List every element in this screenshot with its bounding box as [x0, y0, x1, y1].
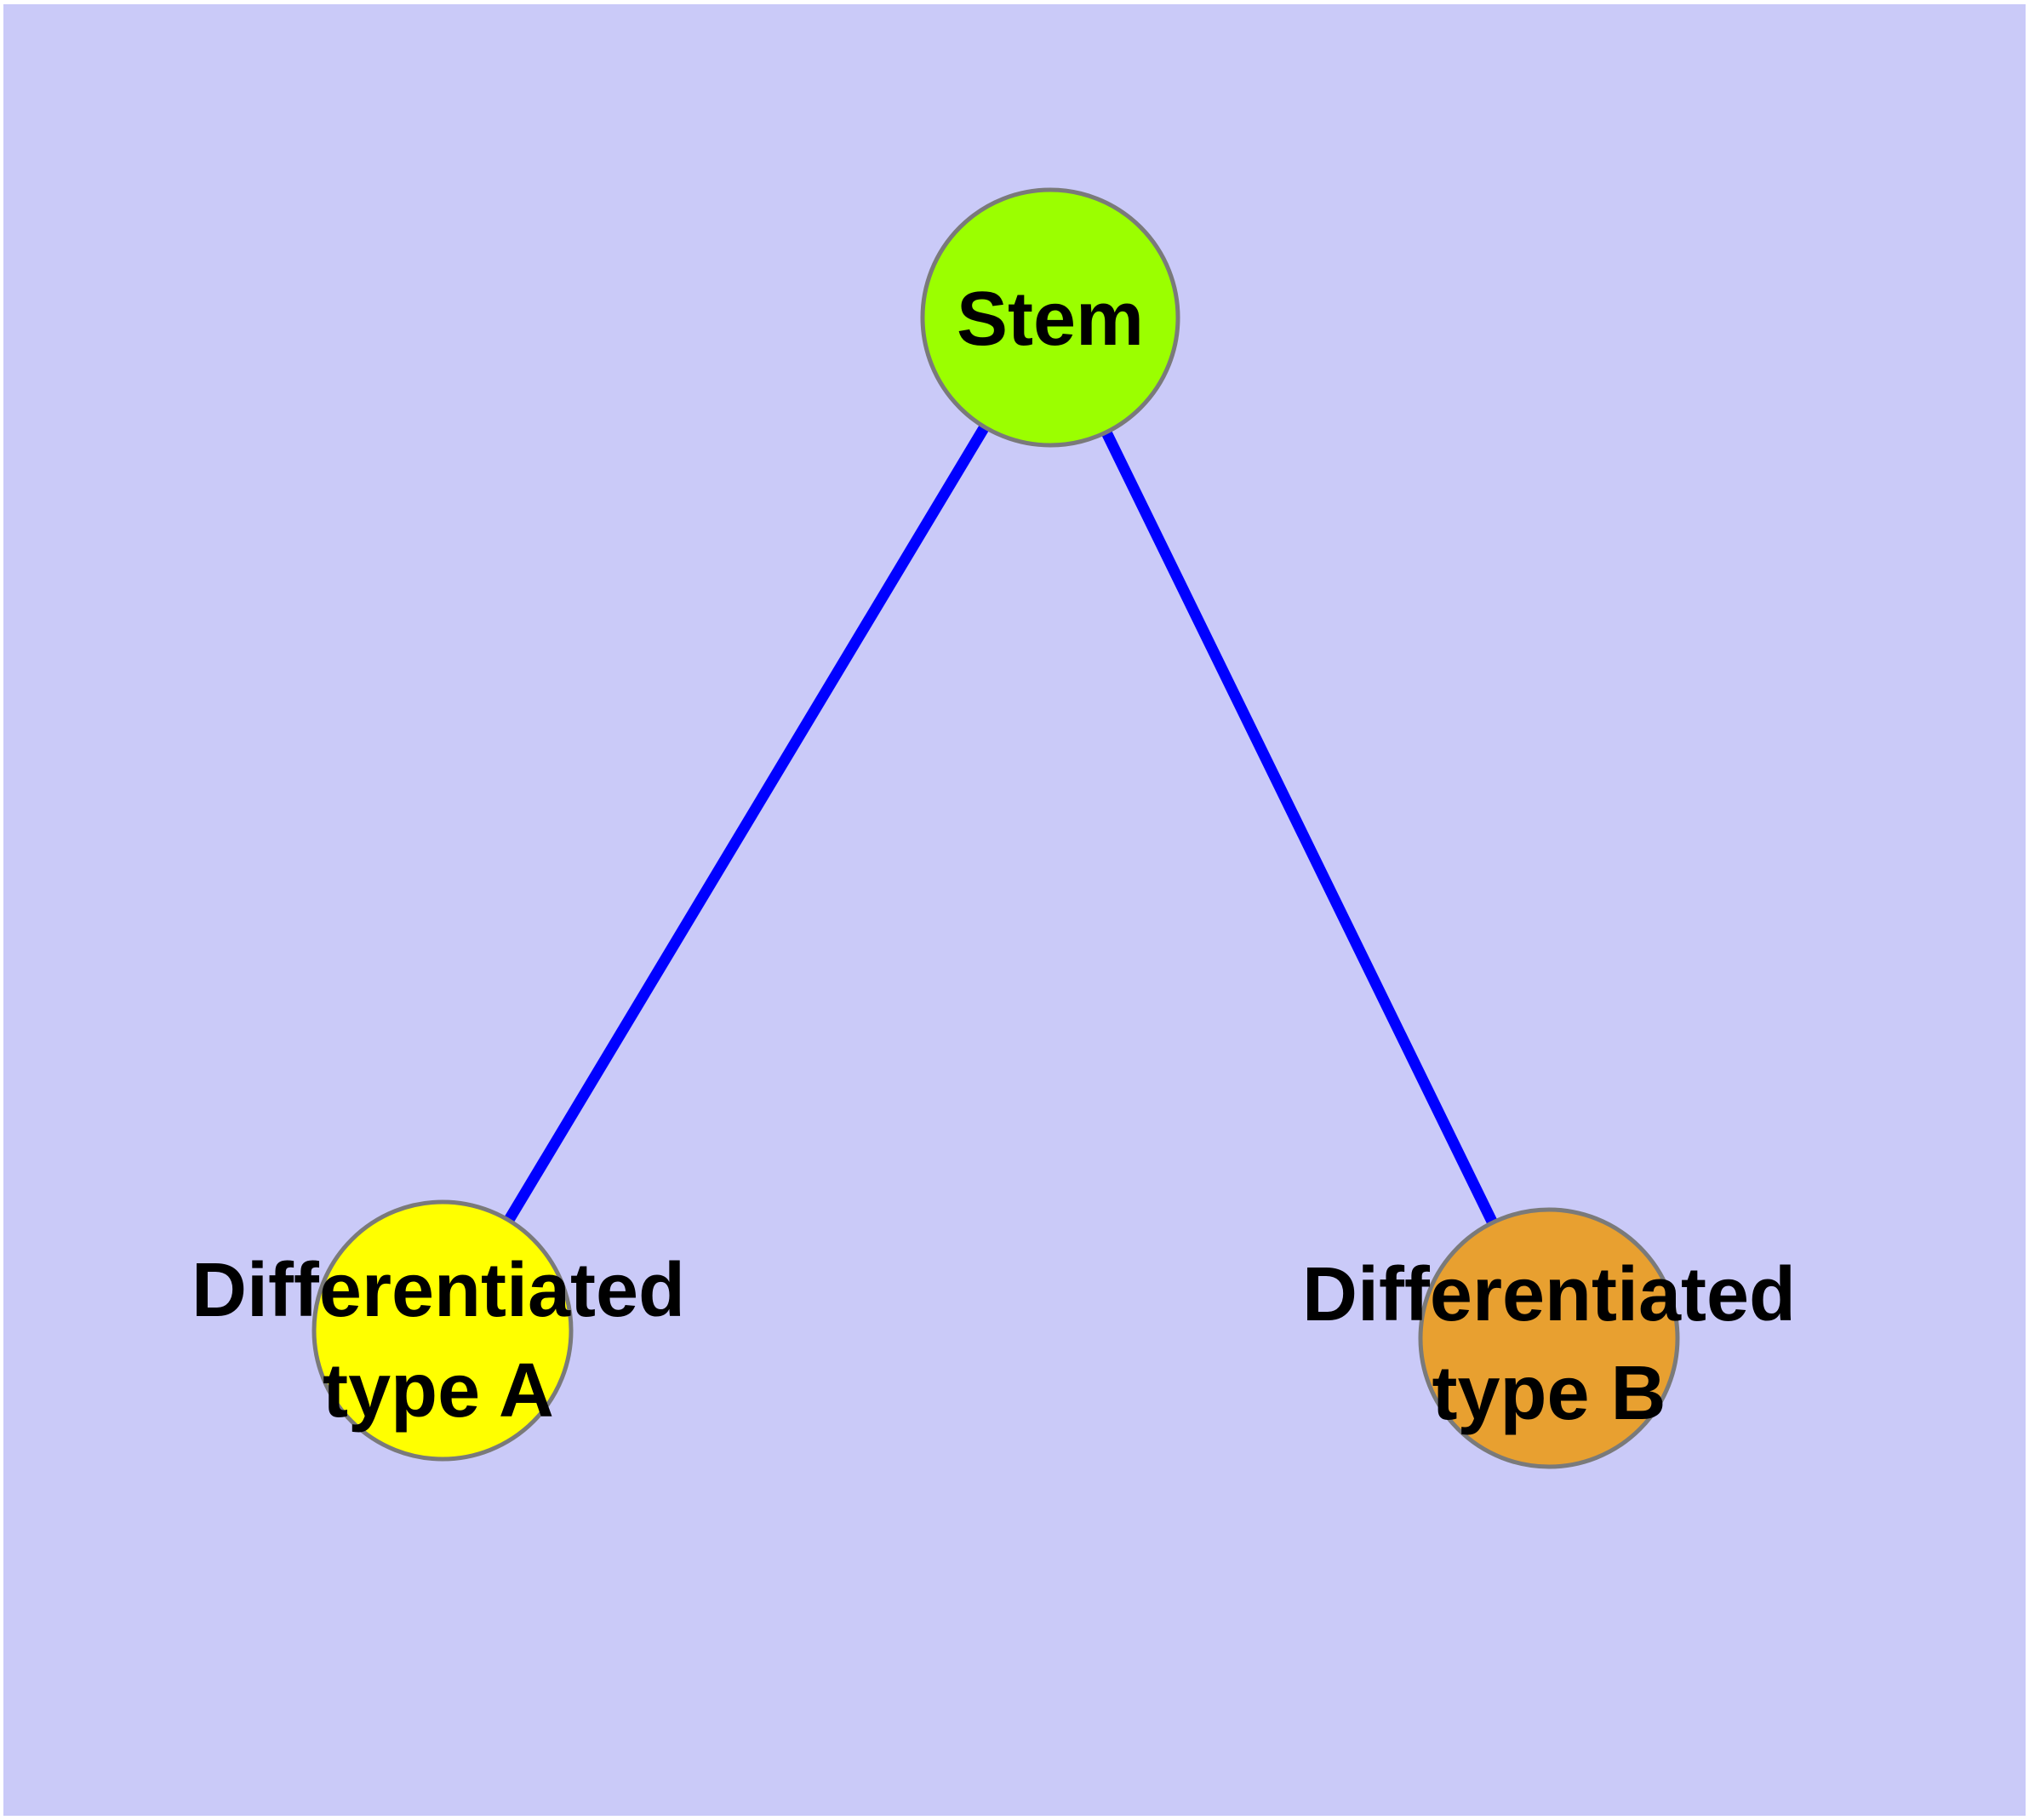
edge-stem-to-type-a: [437, 314, 1055, 1334]
edge-stem-to-type-b: [1045, 315, 1554, 1341]
node-type-a-label-line2: type A: [323, 1348, 554, 1434]
node-differentiated-type-b: [1418, 1207, 1680, 1469]
node-stem-label: Stem: [957, 277, 1144, 362]
node-type-b-label-line1: Differentiated: [1302, 1252, 1796, 1337]
node-differentiated-type-a: [311, 1199, 574, 1462]
node-type-b-label-line2: type B: [1432, 1351, 1666, 1436]
node-stem: [920, 187, 1180, 448]
node-type-a-label-line1: Differentiated: [191, 1248, 685, 1333]
